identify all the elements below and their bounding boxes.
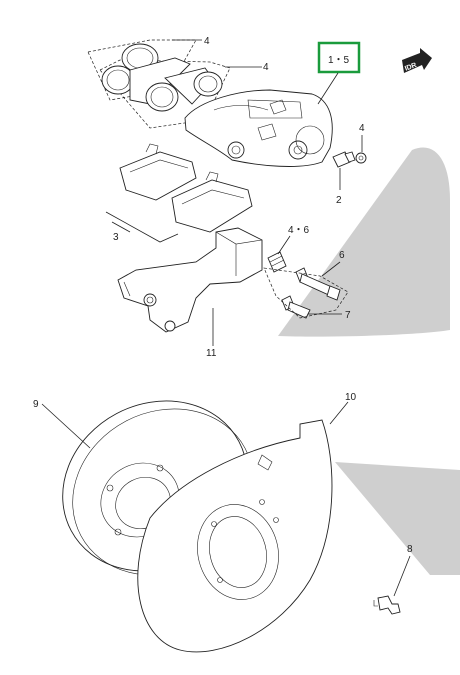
callout-pin-boot: 4・6 [288, 225, 310, 236]
brake-pads [105, 143, 253, 243]
callout-caliper: 1・5 [328, 55, 350, 66]
callout-highlight-box [317, 41, 361, 74]
callout-disc: 9 [33, 399, 39, 410]
background-shade-lower [335, 462, 460, 575]
callout-brake-pads: 3 [113, 232, 119, 243]
slide-pins [263, 251, 349, 319]
dust-shield [137, 419, 333, 653]
hose-clip [373, 595, 401, 615]
caliper-bracket [117, 227, 263, 333]
piston-seals [87, 39, 231, 129]
callout-bleeder-cap: 4 [359, 123, 365, 134]
caliper-body [184, 89, 333, 167]
direction-badge-text: IDR [404, 62, 418, 73]
direction-badge: IDR [402, 48, 432, 73]
callout-bolt: 7 [345, 310, 351, 321]
callout-piston-seal-1: 4 [204, 36, 210, 47]
callout-clip: 8 [407, 544, 413, 555]
callout-dust-shield: 10 [345, 392, 357, 403]
callout-slide-pin: 6 [339, 250, 345, 261]
bleeder-screw [332, 151, 367, 168]
callout-piston-seal-2: 4 [263, 62, 269, 73]
callout-bleeder-screw: 2 [336, 195, 342, 206]
callout-bracket: 11 [206, 348, 217, 359]
